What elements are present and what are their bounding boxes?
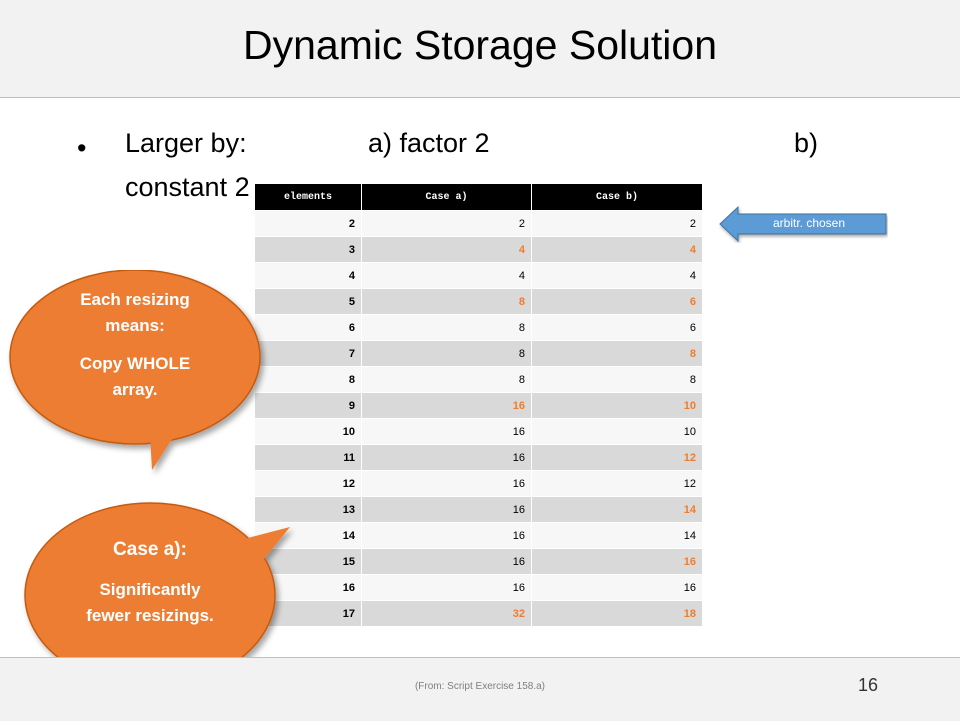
bullet-case-b: b): [794, 128, 819, 158]
cell-case-b: 16: [531, 574, 703, 601]
cell-case-a: 8: [361, 288, 532, 315]
callout-top-line: Copy WHOLE: [79, 354, 191, 373]
callout-top-text: Each resizing means: Copy WHOLE array.: [35, 287, 235, 403]
arrow-callout: [718, 205, 888, 243]
cell-case-b: 12: [531, 470, 703, 497]
cell-case-b: 14: [531, 496, 703, 523]
cell-case-a: 4: [361, 236, 532, 263]
cell-case-a: 16: [361, 470, 532, 497]
cell-case-b: 12: [531, 444, 703, 471]
bullet-dot: •: [77, 133, 87, 163]
callout-bottom-line: Significantly: [99, 580, 201, 599]
bullet-constant: constant 2: [125, 172, 250, 202]
cell-case-b: 14: [531, 522, 703, 549]
cell-case-a: 8: [361, 366, 532, 393]
header-case-b: Case b): [531, 183, 703, 211]
callout-bottom-line: Case a):: [113, 539, 187, 560]
cell-case-a: 16: [361, 418, 532, 445]
cell-elements: 9: [254, 392, 362, 419]
callout-top-line: means:: [105, 316, 165, 335]
cell-case-a: 16: [361, 522, 532, 549]
arrow-label: arbitr. chosen: [772, 216, 846, 230]
speech-bubble-bottom: [24, 502, 290, 688]
cell-case-b: 10: [531, 392, 703, 419]
cell-elements: 2: [254, 210, 362, 237]
cell-case-a: 8: [361, 314, 532, 341]
cell-case-b: 4: [531, 236, 703, 263]
cell-case-a: 2: [361, 210, 532, 237]
slide-title: Dynamic Storage Solution: [242, 22, 718, 68]
cell-case-b: 8: [531, 366, 703, 393]
cell-case-a: 16: [361, 574, 532, 601]
cell-case-b: 6: [531, 314, 703, 341]
footer-band: [0, 657, 960, 721]
cell-case-b: 16: [531, 548, 703, 575]
cell-case-b: 8: [531, 340, 703, 367]
callout-top-line: Each resizing: [80, 290, 190, 309]
callout-bottom-line: fewer resizings.: [86, 606, 214, 625]
cell-elements: 15: [254, 548, 362, 575]
cell-elements: 11: [254, 444, 362, 471]
title-band: [0, 0, 960, 98]
cell-case-a: 32: [361, 600, 532, 627]
callout-bottom-text: Case a): Significantly fewer resizings.: [50, 537, 250, 629]
page-number: 16: [858, 675, 879, 695]
cell-elements: 4: [254, 262, 362, 289]
header-elements: elements: [254, 183, 362, 211]
cell-elements: 3: [254, 236, 362, 263]
left-arrow-icon: [719, 205, 887, 243]
cell-case-b: 18: [531, 600, 703, 627]
cell-case-a: 4: [361, 262, 532, 289]
bullet-case-a: a) factor 2: [368, 128, 490, 158]
table-header-row: elements Case a) Case b): [254, 183, 703, 211]
cell-case-a: 8: [361, 340, 532, 367]
cell-case-a: 16: [361, 548, 532, 575]
cell-elements: 5: [254, 288, 362, 315]
cell-elements: 13: [254, 496, 362, 523]
cell-case-b: 6: [531, 288, 703, 315]
callout-top-line: array.: [112, 380, 158, 399]
cell-case-b: 2: [531, 210, 703, 237]
bullet-label: Larger by:: [125, 128, 247, 158]
cell-case-b: 10: [531, 418, 703, 445]
cell-case-a: 16: [361, 444, 532, 471]
cell-case-a: 16: [361, 392, 532, 419]
speech-bubble-top: [9, 270, 261, 470]
cell-case-b: 4: [531, 262, 703, 289]
cell-elements: 10: [254, 418, 362, 445]
footer-source: (From: Script Exercise 158.a): [414, 681, 546, 692]
cell-case-a: 16: [361, 496, 532, 523]
header-case-a: Case a): [361, 183, 532, 211]
cell-elements: 6: [254, 314, 362, 341]
cell-elements: 12: [254, 470, 362, 497]
